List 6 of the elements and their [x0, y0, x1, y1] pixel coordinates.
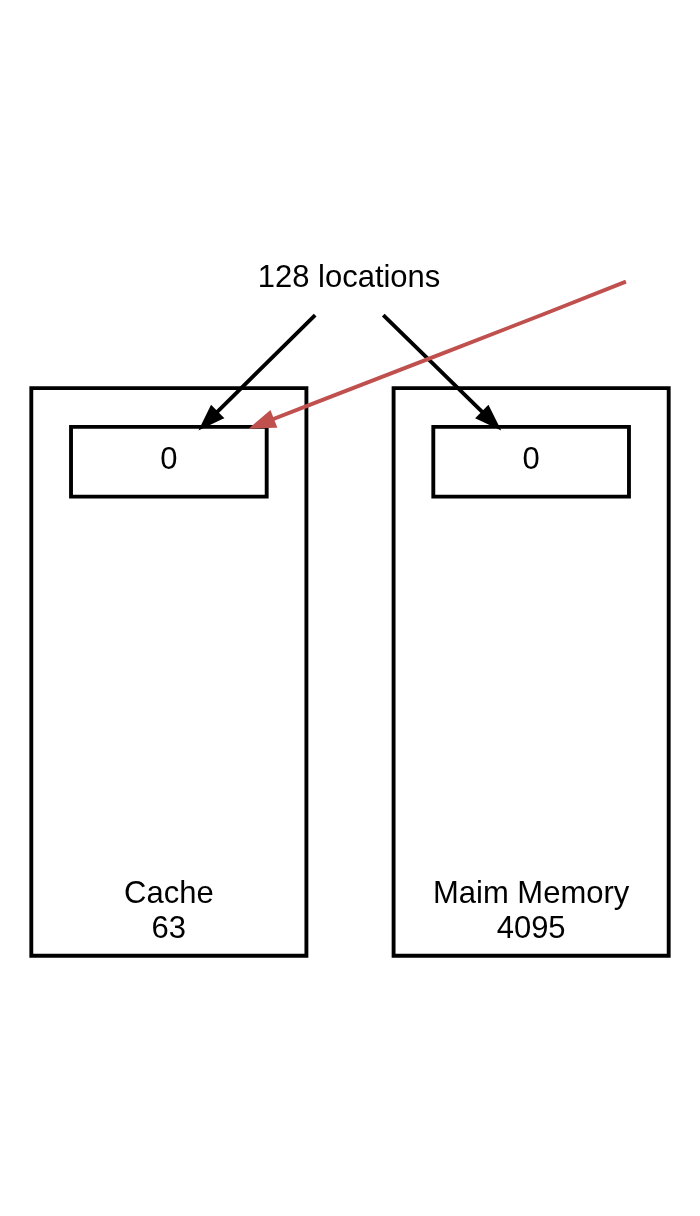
node-box: 0 [431, 424, 631, 499]
node-box: 0 [69, 424, 269, 499]
node-text: 128 locations [257, 258, 441, 294]
arrow [248, 279, 627, 429]
arrow [381, 313, 502, 431]
arrow [198, 313, 317, 431]
